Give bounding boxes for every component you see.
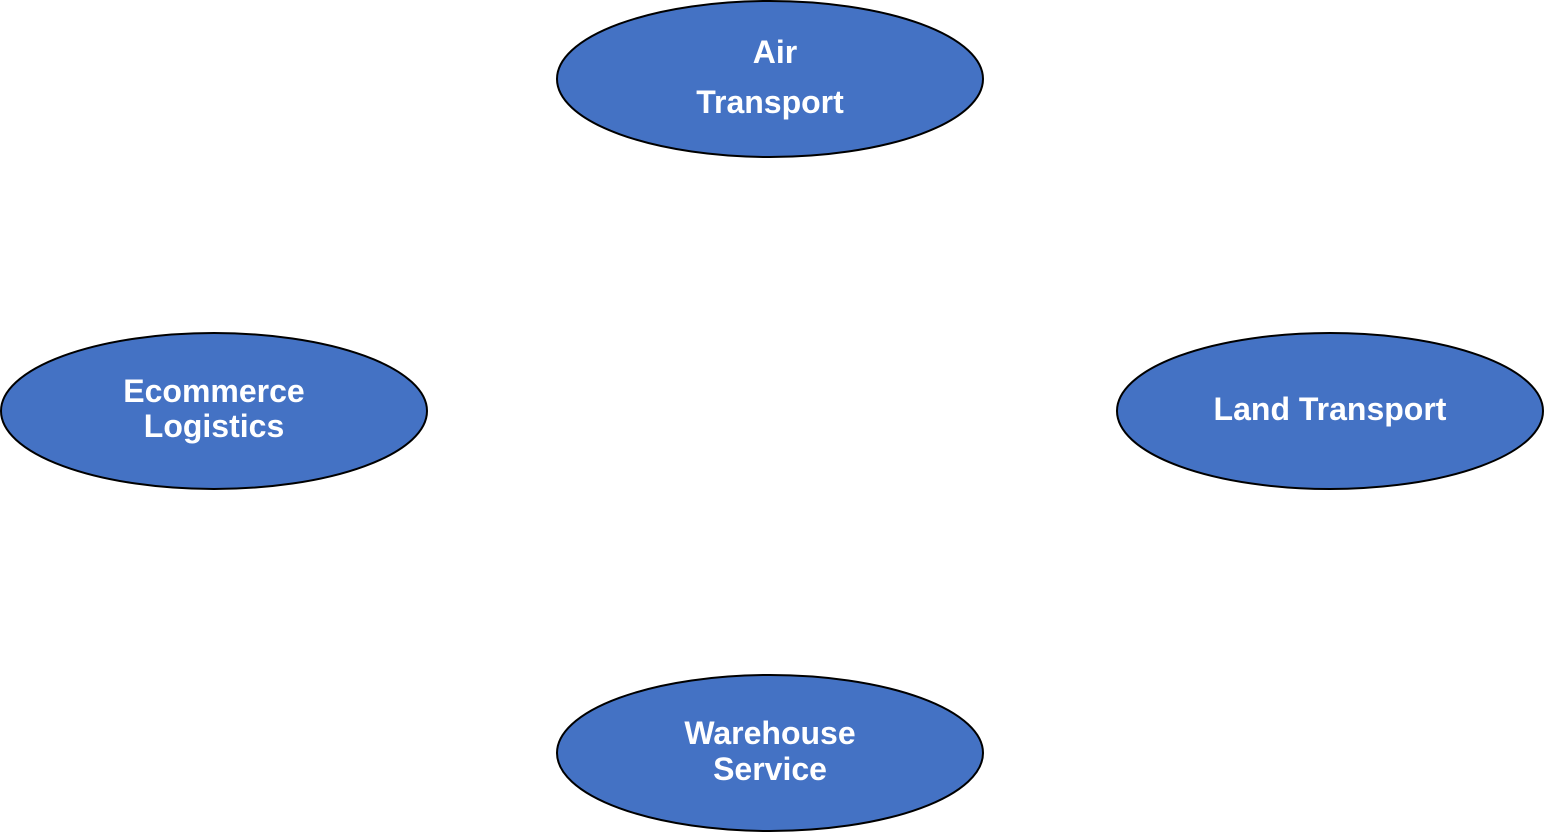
node-warehouse-service-label-line-2: Service xyxy=(713,751,827,787)
node-ecommerce-logistics-shape xyxy=(0,332,428,490)
node-ecommerce-logistics-label-line-1: Ecommerce xyxy=(123,373,304,409)
node-air-transport-label-line-2: Transport xyxy=(696,84,844,120)
node-ecommerce-logistics-label-line-2: Logistics xyxy=(144,408,284,444)
node-land-transport-shape xyxy=(1116,332,1544,490)
node-air-transport: Air Transport xyxy=(556,0,984,158)
node-warehouse-service: Warehouse Service xyxy=(556,674,984,832)
node-warehouse-service-shape xyxy=(556,674,984,832)
node-air-transport-label-line-1: Air xyxy=(753,34,797,70)
node-land-transport: Land Transport xyxy=(1116,332,1544,490)
node-warehouse-service-label-line-1: Warehouse xyxy=(684,715,855,751)
node-land-transport-label-line-1: Land Transport xyxy=(1214,391,1447,427)
node-ecommerce-logistics: Ecommerce Logistics xyxy=(0,332,428,490)
node-air-transport-shape xyxy=(556,0,984,158)
